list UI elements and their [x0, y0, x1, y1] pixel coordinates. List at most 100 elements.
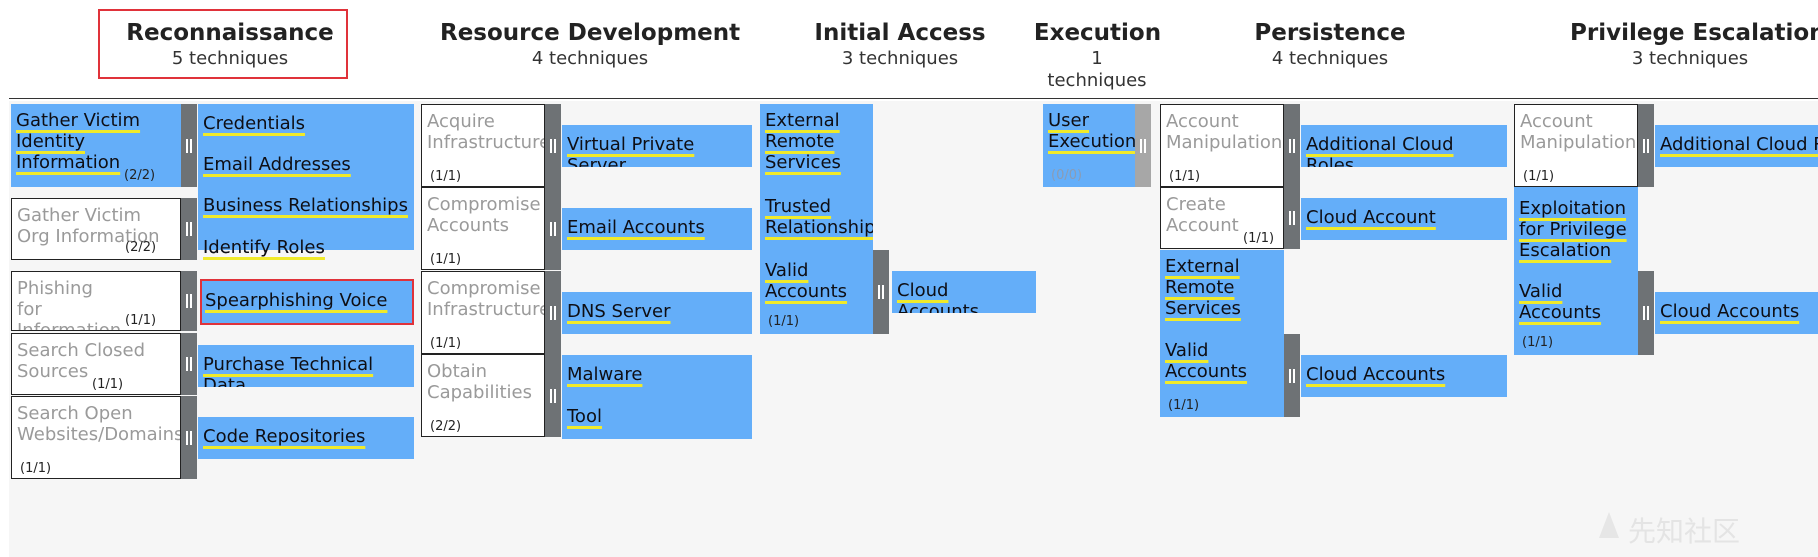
tactic-header-privilege-escalation[interactable]: Privilege Escalation 3 techniques	[1570, 18, 1818, 70]
tactic-header-persistence[interactable]: Persistence 4 techniques	[1230, 18, 1430, 70]
technique-compromise-accounts[interactable]: Compromise Accounts (1/1)	[421, 187, 545, 270]
technique-external-remote-services[interactable]: External Remote Services	[1160, 250, 1284, 334]
technique-acquire-infrastructure[interactable]: Acquire Infrastructure (1/1)	[421, 104, 545, 187]
watermark-text: 先知社区	[1628, 515, 1741, 548]
technique-valid-accounts[interactable]: Valid Accounts (1/1)	[1160, 334, 1284, 417]
subtechnique-spearphishing-voice[interactable]: Spearphishing Voice	[200, 279, 414, 325]
technique-count: (2/2)	[430, 419, 462, 434]
technique-account-manipulation[interactable]: Account Manipulation (1/1)	[1514, 104, 1638, 187]
technique-search-open-websites-domains[interactable]: Search Open Websites/Domains (1/1)	[11, 396, 181, 479]
subtechnique-cloud-account[interactable]: Cloud Account	[1301, 198, 1507, 240]
subtechnique-email-accounts[interactable]: Email Accounts	[562, 208, 752, 250]
subtechnique-virtual-private-server[interactable]: Virtual Private Server	[562, 125, 752, 167]
expand-handle-icon	[549, 138, 557, 153]
expand-handle-icon	[1288, 138, 1296, 153]
subtechnique-email-addresses[interactable]: Email Addresses	[198, 146, 414, 188]
technique-count: 5 techniques	[171, 48, 289, 69]
tactic-header-execution[interactable]: Execution 1 techniques	[1030, 18, 1165, 92]
technique-count: (1/1)	[20, 461, 52, 476]
subtechnique-cloud-accounts[interactable]: Cloud Accounts	[1301, 355, 1507, 397]
subtechnique-label: Tool	[567, 406, 602, 427]
expand-handle[interactable]	[873, 250, 889, 334]
tactic-name: Persistence	[1254, 20, 1406, 46]
expand-handle[interactable]	[181, 396, 197, 479]
expand-handle-disabled[interactable]	[1135, 104, 1151, 187]
subtechnique-label: Identify Roles	[203, 237, 325, 258]
expand-handle[interactable]	[181, 198, 197, 260]
technique-column-persistence	[1160, 250, 1284, 417]
subtechnique-label: Cloud Accounts	[1660, 301, 1800, 322]
technique-count: (1/1)	[1523, 169, 1555, 184]
expand-handle[interactable]	[1284, 104, 1300, 187]
technique-count: (1/1)	[1168, 398, 1200, 413]
technique-external-remote-services[interactable]: External Remote Services	[760, 104, 873, 184]
expand-handle[interactable]	[181, 104, 197, 187]
technique-label: Compromise Infrastructure	[427, 278, 545, 320]
subtechnique-label: Purchase Technical Data	[203, 354, 374, 387]
technique-count: (1/1)	[1243, 231, 1275, 246]
technique-account-manipulation[interactable]: Account Manipulation (1/1)	[1160, 104, 1284, 187]
subtechnique-label: Malware	[567, 364, 643, 385]
expand-handle-icon	[185, 138, 193, 153]
tactic-header-resource-development[interactable]: Resource Development 4 techniques	[440, 18, 740, 70]
technique-trusted-relationship[interactable]: Trusted Relationship	[760, 190, 873, 252]
technique-label: Phishing for Information	[17, 278, 122, 331]
subtechnique-label: Cloud Account	[1306, 207, 1436, 228]
subtechnique-dns-server[interactable]: DNS Server	[562, 292, 752, 334]
expand-handle[interactable]	[1284, 334, 1300, 417]
subtechnique-business-relationships[interactable]: Business Relationships	[198, 188, 414, 230]
subtechnique-group-identity-org	[198, 104, 414, 250]
technique-count: (1/1)	[430, 252, 462, 267]
expand-handle[interactable]	[1284, 187, 1300, 249]
technique-count: 4 techniques	[531, 48, 649, 69]
subtechnique-additional-cloud-roles[interactable]: Additional Cloud Roles	[1301, 125, 1507, 167]
subtechnique-credentials[interactable]: Credentials	[198, 104, 414, 146]
expand-handle[interactable]	[1638, 271, 1654, 355]
subtechnique-tool[interactable]: Tool	[562, 397, 752, 439]
expand-handle[interactable]	[545, 104, 561, 187]
subtechnique-code-repositories[interactable]: Code Repositories	[198, 417, 414, 459]
expand-handle-icon	[1139, 138, 1147, 153]
tactic-header-initial-access[interactable]: Initial Access 3 techniques	[800, 18, 1000, 70]
technique-label: Search Closed Sources	[17, 340, 146, 382]
technique-count: (2/2)	[124, 168, 156, 183]
technique-compromise-infrastructure[interactable]: Compromise Infrastructure (1/1)	[421, 271, 545, 354]
technique-column-privilege-escalation	[1514, 187, 1638, 355]
expand-handle[interactable]	[181, 333, 197, 395]
technique-label: Valid Accounts	[765, 260, 848, 302]
technique-create-account[interactable]: Create Account (1/1)	[1160, 187, 1284, 249]
technique-user-execution[interactable]: User Execution (0/0)	[1043, 104, 1135, 187]
technique-exploitation-for-privilege-escalation[interactable]: Exploitation for Privilege Escalation	[1514, 192, 1638, 274]
expand-handle[interactable]	[545, 354, 561, 437]
technique-gather-victim-identity-information[interactable]: Gather Victim Identity Information (2/2)	[11, 104, 181, 187]
tactic-name: Resource Development	[440, 20, 741, 46]
technique-label: Exploitation for Privilege Escalation	[1519, 198, 1627, 261]
subtechnique-cloud-accounts[interactable]: Cloud Accounts	[1655, 292, 1818, 334]
subtechnique-additional-cloud-roles[interactable]: Additional Cloud Roles	[1655, 125, 1818, 167]
technique-label: Search Open Websites/Domains	[17, 403, 181, 445]
technique-valid-accounts[interactable]: Valid Accounts (1/1)	[1514, 275, 1638, 355]
subtechnique-purchase-technical-data[interactable]: Purchase Technical Data	[198, 345, 414, 387]
tactic-header-reconnaissance[interactable]: Reconnaissance 5 techniques	[100, 18, 360, 70]
subtechnique-malware[interactable]: Malware	[562, 355, 752, 397]
expand-handle[interactable]	[181, 271, 197, 331]
expand-handle-icon	[185, 294, 193, 308]
subtechnique-label: Spearphishing Voice	[205, 290, 388, 311]
expand-handle[interactable]	[1638, 104, 1654, 187]
technique-obtain-capabilities[interactable]: Obtain Capabilities (2/2)	[421, 354, 545, 437]
technique-label: Acquire Infrastructure	[427, 111, 545, 153]
technique-gather-victim-org-information[interactable]: Gather Victim Org Information (2/2)	[11, 198, 181, 260]
technique-phishing-for-information[interactable]: Phishing for Information (1/1)	[11, 271, 181, 331]
technique-label: Compromise Accounts	[427, 194, 541, 236]
expand-handle[interactable]	[545, 271, 561, 354]
subtechnique-cloud-accounts[interactable]: Cloud Accounts	[892, 271, 1036, 313]
subtechnique-label: Cloud Accounts	[1306, 364, 1446, 385]
watermark-logo-icon	[1599, 512, 1619, 538]
subtechnique-label: Additional Cloud Roles	[1306, 134, 1454, 167]
technique-valid-accounts[interactable]: Valid Accounts (1/1)	[760, 254, 873, 334]
technique-label: Create Account	[1166, 194, 1239, 236]
subtechnique-label: Business Relationships	[203, 195, 408, 216]
technique-search-closed-sources[interactable]: Search Closed Sources (1/1)	[11, 333, 181, 395]
expand-handle[interactable]	[545, 187, 561, 270]
